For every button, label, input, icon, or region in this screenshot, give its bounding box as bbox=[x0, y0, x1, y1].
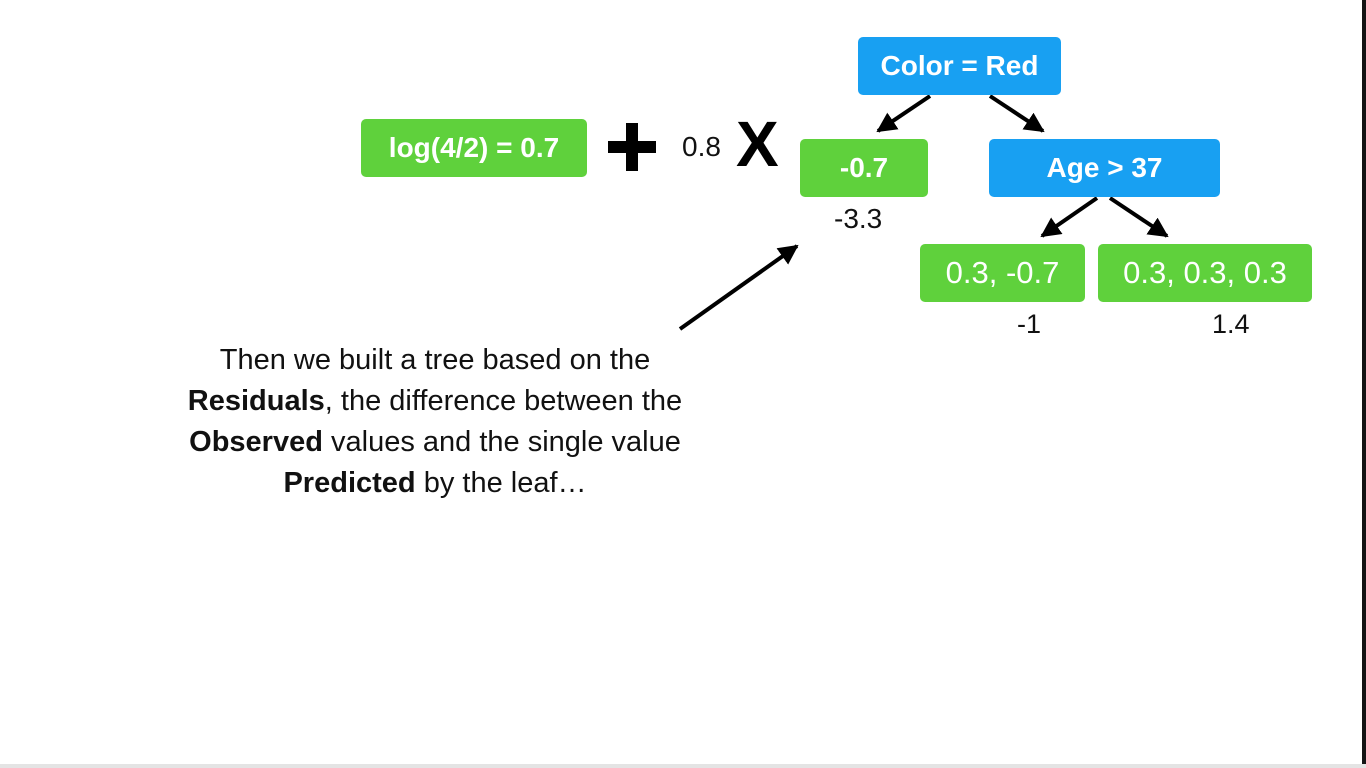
age-to-left-leaf-arrow bbox=[1040, 196, 1099, 238]
caption-line: Predicted by the leaf… bbox=[283, 467, 587, 499]
initial-prediction-box: log(4/2) = 0.7 bbox=[361, 119, 587, 177]
caption-line: Observed values and the single value bbox=[189, 426, 681, 458]
age-to-right-leaf-arrow bbox=[1108, 196, 1169, 238]
root-to-left-leaf-arrow bbox=[876, 94, 932, 133]
leaf-age-under-37-residuals: 0.3, 0.3, 0.3 bbox=[1098, 244, 1312, 302]
window-edge bbox=[1362, 0, 1366, 768]
caption-line: Residuals, the difference between the bbox=[187, 385, 683, 417]
root-to-age-node-arrow bbox=[988, 94, 1045, 133]
root-node-color-red: Color = Red bbox=[858, 37, 1061, 95]
multiply-symbol: X bbox=[736, 108, 779, 180]
leaf-red-residual: -0.7 bbox=[800, 139, 928, 197]
caption-text: Then we built a tree based on the Residu… bbox=[120, 340, 750, 504]
plus-icon bbox=[608, 123, 656, 171]
caption-pointer-arrow bbox=[678, 244, 799, 331]
caption-line: Then we built a tree based on the bbox=[219, 344, 651, 376]
node-age-over-37: Age > 37 bbox=[989, 139, 1220, 197]
window-edge bbox=[0, 764, 1366, 768]
leaf-age-over-37-residuals: 0.3, -0.7 bbox=[920, 244, 1085, 302]
term-observed: Observed bbox=[189, 426, 323, 458]
term-residuals: Residuals bbox=[187, 385, 325, 417]
leaf-output-value: 1.4 bbox=[1212, 309, 1250, 339]
term-predicted: Predicted bbox=[283, 467, 416, 499]
leaf-output-value: -3.3 bbox=[834, 203, 883, 234]
leaf-output-value: -1 bbox=[1017, 309, 1042, 339]
learning-rate-value: 0.8 bbox=[682, 131, 721, 162]
